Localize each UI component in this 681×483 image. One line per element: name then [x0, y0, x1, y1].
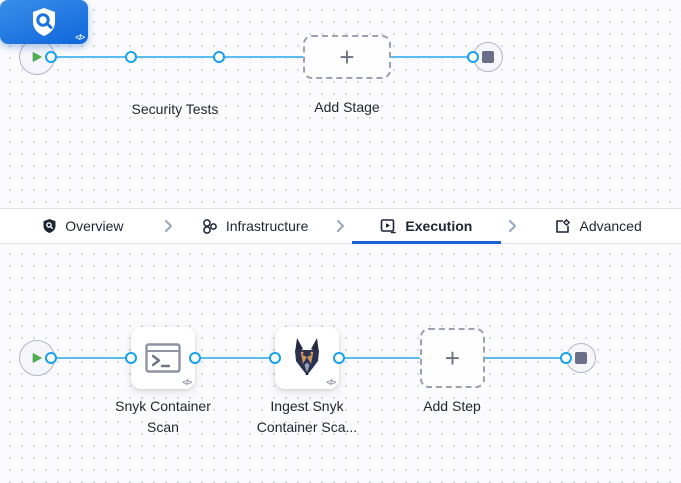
connector-dot [467, 51, 479, 63]
terminal-icon [145, 343, 181, 373]
stop-icon [482, 51, 494, 63]
tab-label: Infrastructure [225, 218, 309, 234]
chevron-right-icon [160, 209, 178, 243]
connector-dot[interactable] [213, 51, 225, 63]
step-label: Ingest Snyk Container Sca... [256, 398, 358, 435]
plus-icon: + [444, 343, 461, 373]
tab-label: Execution [405, 218, 473, 234]
stage-flow-line [37, 56, 488, 58]
add-stage-button[interactable]: + [303, 35, 391, 79]
step-label: Snyk Container Scan [115, 398, 211, 435]
stop-icon [575, 352, 587, 364]
code-icon: </> [326, 378, 336, 387]
advanced-icon [554, 218, 571, 235]
active-tab-underline [351, 241, 502, 244]
tab-execution[interactable]: Execution [350, 209, 504, 244]
code-icon: </> [75, 33, 85, 42]
step-canvas[interactable]: </> </> + Sn [0, 244, 681, 483]
tab-infrastructure[interactable]: Infrastructure [178, 209, 332, 243]
stage-tabbar: Overview Infrastructure [0, 208, 681, 244]
stage-canvas[interactable]: </> + Security Tests Add Stage [0, 0, 681, 208]
connector-dot[interactable] [333, 352, 345, 364]
step-card-ingest-snyk[interactable]: </> [275, 327, 339, 389]
pipeline-end-node [473, 42, 503, 72]
connector-dot [560, 352, 572, 364]
connector-dot [45, 352, 57, 364]
execution-icon [380, 218, 397, 235]
nodes-icon [201, 218, 218, 235]
plus-icon: + [339, 42, 355, 72]
add-step-label: Add Step [423, 398, 481, 414]
stage-card-security-tests[interactable]: </> [0, 0, 88, 44]
connector-dot[interactable] [125, 51, 137, 63]
connector-dot[interactable] [125, 352, 137, 364]
play-icon [32, 353, 42, 363]
tab-overview[interactable]: Overview [6, 209, 160, 243]
stage-label: Security Tests [131, 101, 219, 117]
chevron-right-icon [503, 209, 521, 243]
play-icon [32, 52, 42, 62]
add-step-button[interactable]: + [420, 328, 485, 388]
code-icon: </> [182, 378, 192, 387]
tab-label: Advanced [579, 218, 642, 234]
chevron-right-icon [332, 209, 350, 243]
tab-label: Overview [65, 218, 124, 234]
add-stage-label: Add Stage [314, 99, 380, 115]
security-shield-icon [33, 8, 55, 36]
snyk-dog-logo [295, 338, 319, 375]
connector-dot[interactable] [189, 352, 201, 364]
step-card-snyk-container-scan[interactable]: </> [131, 327, 195, 389]
connector-dot [45, 51, 57, 63]
connector-dot[interactable] [269, 352, 281, 364]
shield-icon [42, 218, 57, 234]
tab-advanced[interactable]: Advanced [521, 209, 675, 243]
